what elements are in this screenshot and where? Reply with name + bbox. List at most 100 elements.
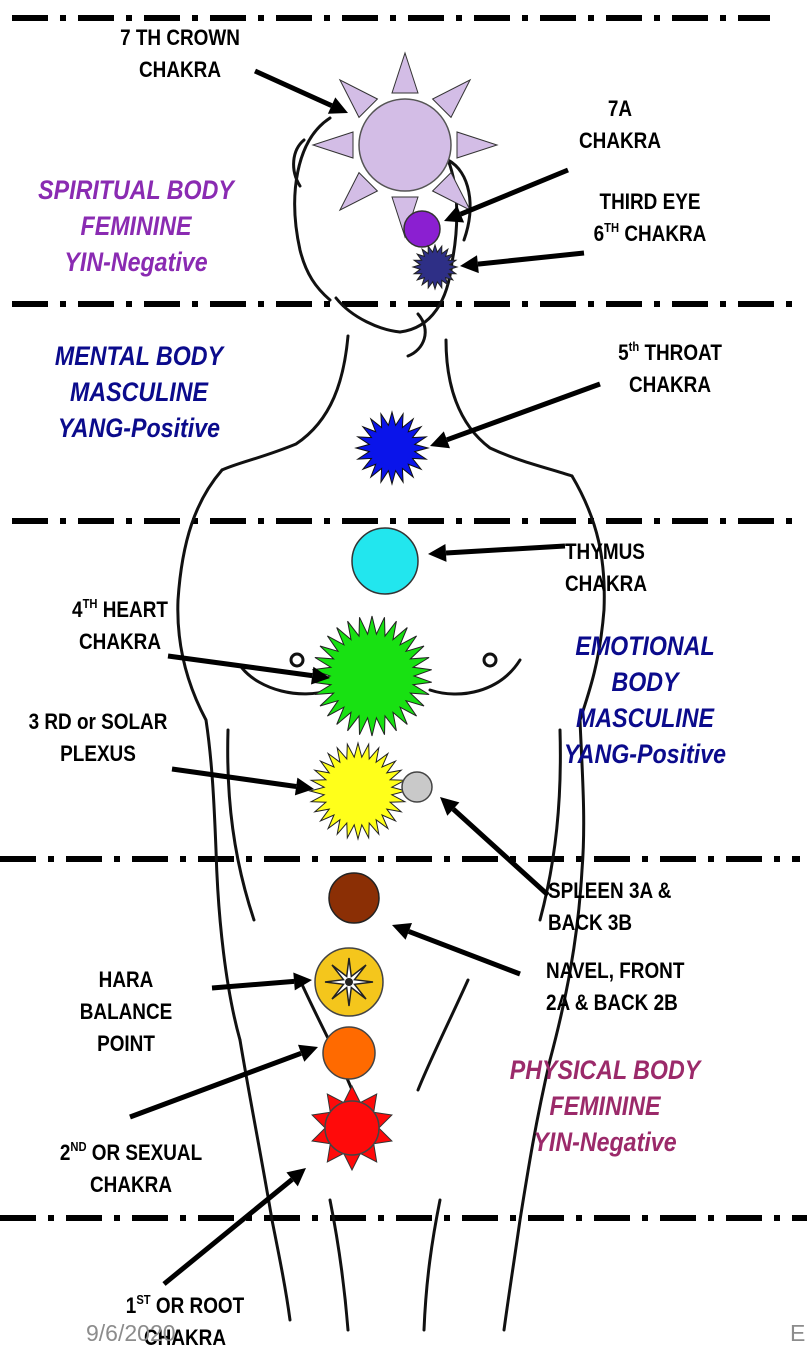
label-crown-line2: CHAKRA bbox=[77, 54, 283, 86]
label-thymus-line1: THYMUS bbox=[565, 536, 647, 568]
label-throat-suffix: th bbox=[629, 339, 640, 354]
label-hara-line1: HARA bbox=[66, 964, 186, 996]
crown-chakra-ray bbox=[433, 80, 471, 118]
third-eye-chakra-star bbox=[413, 245, 457, 289]
root-chakra-spike bbox=[344, 1154, 360, 1170]
label-heart-suffix: TH bbox=[83, 596, 98, 611]
sexual-chakra-disc bbox=[323, 1027, 375, 1079]
hara-arrow-shaft bbox=[212, 981, 294, 988]
thymus-chakra-disc bbox=[352, 528, 418, 594]
label-thymus-line2: CHAKRA bbox=[565, 568, 647, 600]
label-navel-line2: 2A & BACK 2B bbox=[546, 987, 684, 1019]
label-sexual-suffix: ND bbox=[70, 1139, 86, 1154]
label-root-line1: 1ST OR ROOT bbox=[112, 1290, 258, 1322]
crown-chakra-disc bbox=[359, 99, 451, 191]
label-throat-number: 5 bbox=[618, 340, 629, 365]
spleen-arrow-shaft bbox=[453, 809, 548, 895]
label-heart-line2: CHAKRA bbox=[51, 626, 189, 658]
physical-body-line1: PHYSICAL BODY bbox=[498, 1052, 713, 1088]
spiritual-body-line1: SPIRITUAL BODY bbox=[19, 172, 253, 208]
label-throat-line1: 5th THROAT bbox=[601, 337, 739, 369]
label-sexual-line1: 2ND OR SEXUAL bbox=[49, 1137, 212, 1169]
thymus-arrow-head bbox=[428, 544, 447, 562]
label-7a-line1: 7A bbox=[577, 93, 663, 125]
solar-plexus-arrow-shaft bbox=[172, 769, 296, 787]
spiritual-body-line3: YIN-Negative bbox=[19, 244, 253, 280]
crown-chakra-ray bbox=[340, 173, 378, 211]
throat-chakra-star bbox=[356, 412, 428, 484]
label-navel-chakra: NAVEL, FRONT 2A & BACK 2B bbox=[546, 955, 684, 1019]
thymus-arrow-shaft bbox=[446, 546, 565, 553]
mental-body-label: MENTAL BODY MASCULINE YANG-Positive bbox=[26, 338, 251, 446]
label-root-suffix: ST bbox=[136, 1292, 150, 1307]
label-crown-chakra: 7 TH CROWN CHAKRA bbox=[77, 22, 283, 86]
root-chakra-disc bbox=[325, 1101, 379, 1155]
label-heart-word: HEART bbox=[98, 597, 168, 622]
third-eye-arrow-head bbox=[460, 255, 479, 273]
label-sexual-number: 2 bbox=[60, 1140, 71, 1165]
label-throat-chakra: 5th THROAT CHAKRA bbox=[601, 337, 739, 401]
sexual-arrow-shaft bbox=[130, 1053, 301, 1117]
mental-body-line3: YANG-Positive bbox=[26, 410, 251, 446]
label-crown-line1: 7 TH CROWN bbox=[77, 22, 283, 54]
emotional-body-line4: YANG-Positive bbox=[555, 736, 736, 772]
label-7a-chakra: 7A CHAKRA bbox=[577, 93, 663, 157]
label-third-eye-number: 6 bbox=[594, 221, 605, 246]
label-spleen-line1: SPLEEN 3A & bbox=[548, 875, 671, 907]
label-heart-line1: 4TH HEART bbox=[51, 594, 189, 626]
throat-arrow-shaft bbox=[447, 384, 600, 440]
hara-compass-center bbox=[345, 978, 353, 986]
third-eye-arrow-shaft bbox=[478, 253, 584, 264]
navel-arrow-shaft bbox=[409, 931, 520, 974]
heart-chakra-star bbox=[312, 616, 431, 736]
label-heart-number: 4 bbox=[72, 597, 83, 622]
label-third-eye-line2: 6TH CHAKRA bbox=[573, 218, 728, 250]
navel-chakra-disc bbox=[329, 873, 379, 923]
crown-chakra-ray bbox=[457, 132, 497, 158]
label-third-eye-word: CHAKRA bbox=[619, 221, 706, 246]
crown-chakra-ray bbox=[392, 53, 418, 93]
solar-plexus-chakra-star bbox=[310, 743, 406, 839]
label-third-eye-suffix: TH bbox=[604, 220, 619, 235]
7a-chakra-disc bbox=[404, 211, 440, 247]
label-hara-balance-point: HARA BALANCE POINT bbox=[66, 964, 186, 1060]
label-sexual-line2: CHAKRA bbox=[49, 1169, 212, 1201]
root-chakra-spike bbox=[344, 1086, 360, 1102]
label-hara-line3: POINT bbox=[66, 1028, 186, 1060]
label-spleen-line2: BACK 3B bbox=[548, 907, 671, 939]
label-7a-line2: CHAKRA bbox=[577, 125, 663, 157]
footer-right-letter: E bbox=[790, 1320, 805, 1347]
spleen-chakra-disc bbox=[402, 772, 432, 802]
footer-date: 9/6/2020 bbox=[86, 1320, 176, 1347]
emotional-body-line2: BODY bbox=[555, 664, 736, 700]
physical-body-line2: FEMININE bbox=[498, 1088, 713, 1124]
label-throat-line2: CHAKRA bbox=[601, 369, 739, 401]
crown-chakra-ray bbox=[313, 132, 353, 158]
label-third-eye-line1: THIRD EYE bbox=[573, 186, 728, 218]
label-spleen-chakra: SPLEEN 3A & BACK 3B bbox=[548, 875, 671, 939]
physical-body-line3: YIN-Negative bbox=[498, 1124, 713, 1160]
mental-body-line1: MENTAL BODY bbox=[26, 338, 251, 374]
label-root-number: 1 bbox=[126, 1293, 137, 1318]
physical-body-label: PHYSICAL BODY FEMININE YIN-Negative bbox=[498, 1052, 713, 1160]
label-thymus-chakra: THYMUS CHAKRA bbox=[565, 536, 647, 600]
label-root-word: OR ROOT bbox=[151, 1293, 245, 1318]
label-third-eye-chakra: THIRD EYE 6TH CHAKRA bbox=[573, 186, 728, 250]
label-solar-line1: 3 RD or SOLAR bbox=[14, 706, 183, 738]
emotional-body-label: EMOTIONAL BODY MASCULINE YANG-Positive bbox=[555, 628, 736, 772]
label-solar-line2: PLEXUS bbox=[14, 738, 183, 770]
label-sexual-word: OR SEXUAL bbox=[87, 1140, 203, 1165]
mental-body-line2: MASCULINE bbox=[26, 374, 251, 410]
7a-arrow-shaft bbox=[461, 170, 568, 214]
label-throat-word: THROAT bbox=[639, 340, 722, 365]
label-sexual-chakra: 2ND OR SEXUAL CHAKRA bbox=[49, 1137, 212, 1201]
label-solar-plexus-chakra: 3 RD or SOLAR PLEXUS bbox=[14, 706, 183, 770]
spiritual-body-line2: FEMININE bbox=[19, 208, 253, 244]
label-navel-line1: NAVEL, FRONT bbox=[546, 955, 684, 987]
spiritual-body-label: SPIRITUAL BODY FEMININE YIN-Negative bbox=[19, 172, 253, 280]
emotional-body-line1: EMOTIONAL bbox=[555, 628, 736, 664]
emotional-body-line3: MASCULINE bbox=[555, 700, 736, 736]
label-heart-chakra: 4TH HEART CHAKRA bbox=[51, 594, 189, 658]
label-hara-line2: BALANCE bbox=[66, 996, 186, 1028]
